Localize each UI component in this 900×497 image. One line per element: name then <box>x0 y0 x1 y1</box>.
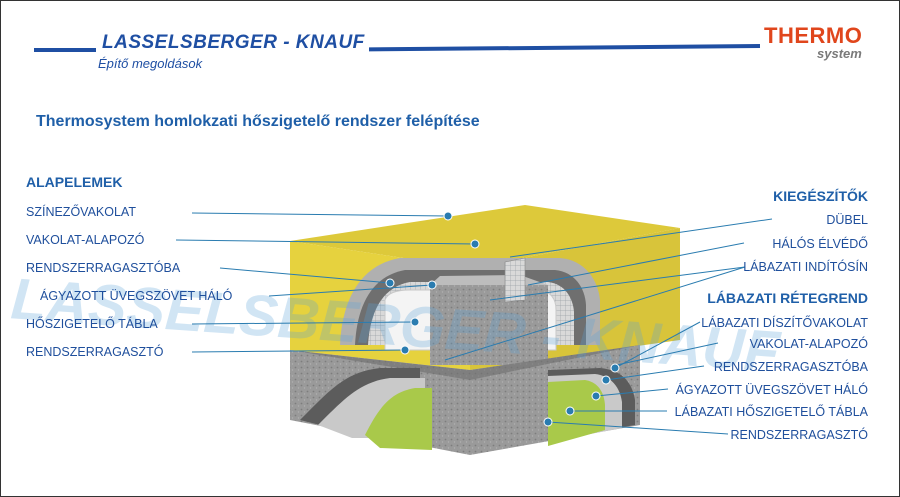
leader-right-7 <box>595 388 669 397</box>
leader-left-1 <box>191 212 449 217</box>
header-rule <box>34 44 761 52</box>
left-label-4: ÁGYAZOTT ÜVEGSZÖVET HÁLÓ <box>40 289 233 303</box>
leader-right-9 <box>547 421 729 435</box>
right-label-2: HÁLÓS ÉLVÉDŐ <box>772 237 868 251</box>
plinth-insulation-right <box>548 380 605 446</box>
left-label-5: HŐSZIGETELŐ TÁBLA <box>26 317 158 331</box>
wall-section-illustration <box>290 205 680 455</box>
concrete-core <box>430 285 548 365</box>
leader-right-3 <box>489 266 746 301</box>
dot-left-2 <box>470 239 480 249</box>
thermo-logo-line1: THERMO <box>764 23 863 48</box>
leader-left-3 <box>219 267 391 284</box>
leader-left-6 <box>191 349 406 353</box>
plinth-insulation-left <box>365 388 432 450</box>
dot-right-2 <box>601 375 611 385</box>
plinth-shadow <box>290 345 640 380</box>
leader-right-3b <box>444 266 746 361</box>
leader-right-4 <box>614 321 701 369</box>
plinth-label-3: RENDSZERRAGASZTÓBA <box>713 360 868 374</box>
dot-left-3 <box>385 278 395 288</box>
left-label-2: VAKOLAT-ALAPOZÓ <box>26 233 145 247</box>
page-title: Thermosystem homlokzati hőszigetelő rend… <box>36 113 480 130</box>
thermo-logo-line2: system <box>817 46 862 61</box>
leader-left-5 <box>191 321 416 325</box>
plinth-label-4: ÁGYAZOTT ÜVEGSZÖVET HÁLÓ <box>675 383 868 397</box>
left-label-1: SZÍNEZŐVAKOLAT <box>26 205 136 219</box>
leader-dots <box>385 211 620 427</box>
right-bottom-heading: LÁBAZATI RÉTEGREND <box>707 290 868 306</box>
right-top-heading: KIEGÉSZÍTŐK <box>773 188 868 204</box>
brand-subtitle: Építő megoldások <box>98 56 203 71</box>
leader-left-4 <box>268 284 433 297</box>
right-label-1: DÜBEL <box>826 213 868 227</box>
leader-lines <box>175 212 773 435</box>
leader-right-5 <box>611 342 719 367</box>
top-render-face <box>290 205 680 268</box>
dot-left-4 <box>427 280 437 290</box>
leader-right-2 <box>527 242 745 286</box>
plinth-label-2: VAKOLAT-ALAPOZÓ <box>749 337 868 351</box>
leader-left-2 <box>175 239 476 245</box>
left-label-6: RENDSZERRAGASZTÓ <box>26 345 164 359</box>
leader-right-1 <box>509 218 773 258</box>
dot-left-1 <box>443 211 453 221</box>
leader-right-6 <box>605 365 705 381</box>
plinth-label-5: LÁBAZATI HŐSZIGETELŐ TÁBLA <box>674 405 868 419</box>
left-heading: ALAPELEMEK <box>26 174 123 190</box>
dot-left-5 <box>410 317 420 327</box>
dot-right-5 <box>543 417 553 427</box>
dot-left-6 <box>400 345 410 355</box>
dot-right-1 <box>610 363 620 373</box>
plinth-label-6: RENDSZERRAGASZTÓ <box>730 428 868 442</box>
dot-right-3 <box>591 391 601 401</box>
left-label-3: RENDSZERRAGASZTÓBA <box>26 261 181 275</box>
mesh-corner-guard <box>504 257 526 303</box>
brand-name: LASSELSBERGER - KNAUF <box>98 32 369 54</box>
right-label-3: LÁBAZATI INDÍTÓSÍN <box>743 260 868 274</box>
plinth-label-1: LÁBAZATI DÍSZÍTŐVAKOLAT <box>701 316 868 330</box>
dot-right-4 <box>565 406 575 416</box>
